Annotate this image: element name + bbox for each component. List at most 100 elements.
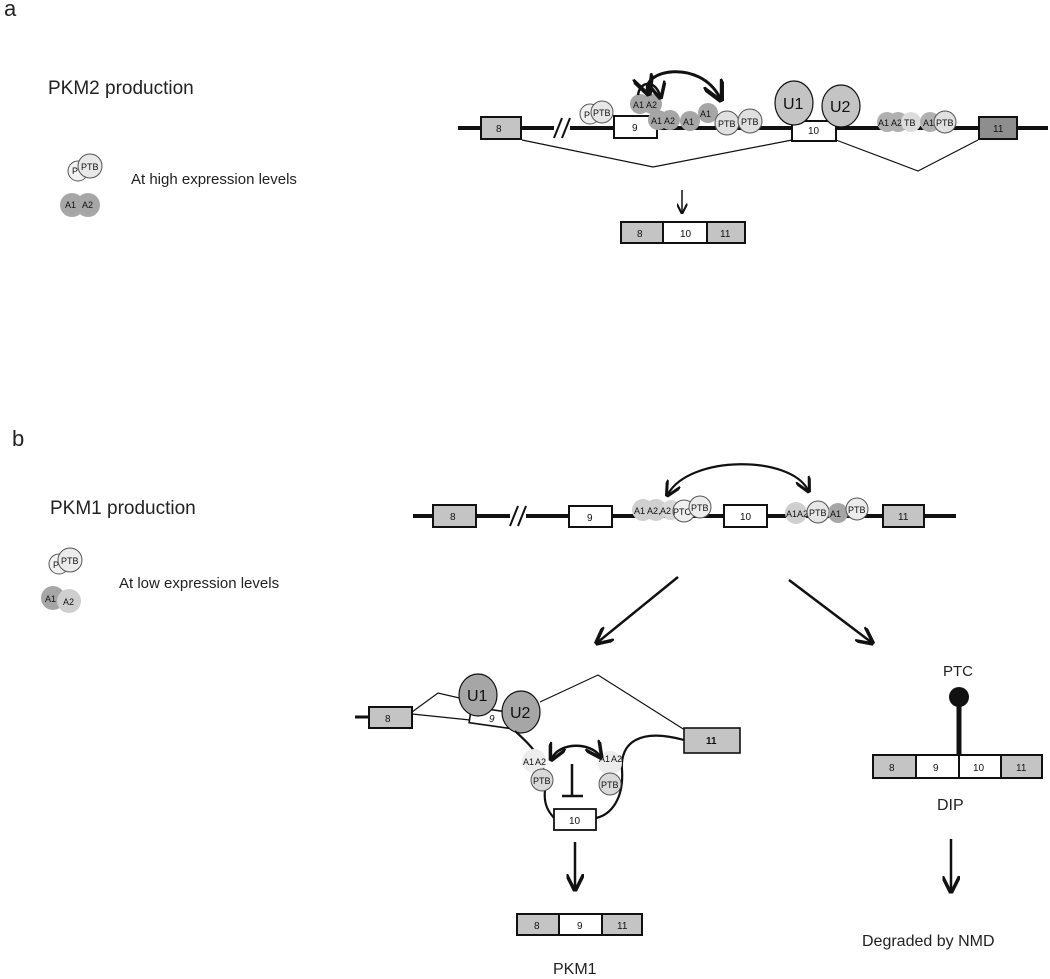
svg-text:10: 10 [973,763,985,774]
svg-text:U1: U1 [783,96,804,113]
svg-text:A2: A2 [611,754,622,764]
dip-product: 8 9 10 11 [872,754,1043,779]
dip-label: DIP [937,797,964,814]
pkm1-label: PKM1 [553,961,597,978]
svg-text:U1: U1 [467,688,488,705]
svg-text:P: P [584,110,590,120]
svg-text:A1: A1 [878,118,889,128]
svg-text:PTB: PTB [691,503,709,513]
svg-text:A1: A1 [830,509,841,519]
panel-a-letter: a [4,0,17,21]
svg-text:TB: TB [904,118,916,128]
exon-8: 8 [480,116,522,140]
panel-b-letter: b [12,426,24,451]
svg-text:10: 10 [680,229,692,240]
svg-text:PTB: PTB [61,556,79,566]
svg-text:11: 11 [1016,763,1027,774]
svg-text:9: 9 [577,921,583,932]
svg-text:11: 11 [706,736,717,747]
interaction-arrows-pkm1 [552,746,600,758]
svg-text:PTB: PTB [593,108,611,118]
u1-snrnp-b: U1 [458,673,498,717]
exon-11-pkm1: 11 [683,727,741,754]
svg-text:A2: A2 [660,506,671,516]
ptc-label: PTC [943,663,973,680]
svg-text:9: 9 [587,513,593,524]
panel-a-title: PKM2 production [48,78,194,99]
panel-b: b PKM1 production P PTB A1 A2 At low exp… [12,426,1043,978]
legend-high-expression: At high expression levels [131,171,297,188]
pkm1-product: 8 9 11 [516,913,643,936]
svg-text:A2: A2 [646,100,657,110]
svg-text:A2: A2 [82,200,93,210]
svg-text:A1: A1 [45,594,56,604]
svg-text:PTB: PTB [718,119,736,129]
dip-branch: PTC 8 9 10 11 DIP Degraded by NMD [862,663,1043,950]
svg-text:A1: A1 [651,116,662,126]
svg-text:A1: A1 [683,117,694,127]
arrow-to-pkm1 [598,576,679,642]
svg-text:PTB: PTB [936,118,954,128]
svg-text:10: 10 [808,126,820,137]
a1a2-ptb-cluster-b-right: A1 A2 PTB A1 PTB [785,497,869,524]
exon-9-b: 9 [568,505,613,528]
a1a2-lower: A1 A2 [648,110,680,130]
svg-text:A1: A1 [599,754,610,764]
pkm1-branch: 8 9 U1 U2 11 [355,673,741,978]
panel-b-title: PKM1 production [50,498,196,519]
legend-ptb-symbol: P PTB [67,153,103,182]
curved-arrow-small [636,84,660,96]
svg-text:A1: A1 [633,100,644,110]
svg-text:PTC: PTC [673,507,692,517]
exon-11: 11 [978,116,1018,140]
panel-a: a PKM2 production P PTB A1 A2 At high ex… [4,0,1048,244]
svg-text:11: 11 [993,124,1004,135]
svg-text:11: 11 [617,921,628,932]
svg-text:A2: A2 [535,757,546,767]
svg-text:8: 8 [637,229,643,240]
u1-snrnp: U1 [774,80,814,126]
svg-text:8: 8 [889,763,895,774]
svg-text:8: 8 [534,921,540,932]
a1a2-ptb-cluster-right: A1 A2 TB A1 PTB [877,110,957,134]
exon-10-b: 10 [723,504,768,528]
svg-text:P: P [72,166,78,176]
svg-text:8: 8 [385,714,391,725]
svg-text:PTB: PTB [848,505,866,515]
legend-low-expression: At low expression levels [119,575,279,592]
svg-text:U2: U2 [830,99,851,116]
exon-11-b: 11 [882,504,925,528]
panel-a-legend: P PTB A1 A2 At high expression levels [60,153,297,217]
panel-a-gene: 8 9 10 11 P PTB [458,70,1048,244]
svg-text:P: P [53,560,59,570]
svg-text:A2: A2 [63,597,74,607]
exon-8-b: 8 [432,504,477,528]
a1a2-ptb-left-loop: A1 A2 PTB [522,749,554,792]
exon-10-pkm1: 10 [553,808,597,831]
pkm2-product: 8 10 11 [620,221,746,244]
svg-text:PTB: PTB [741,117,759,127]
legend-a1a2-symbol-b: A1 A2 [41,586,81,613]
svg-text:A2: A2 [664,116,675,126]
svg-text:A1: A1 [923,118,934,128]
svg-text:9: 9 [489,714,495,725]
svg-text:PTB: PTB [809,508,827,518]
legend-ptb-symbol-b: P PTB [48,547,83,575]
svg-text:8: 8 [450,512,456,523]
svg-text:9: 9 [933,763,939,774]
u2-snrnp-b: U2 [501,690,541,734]
svg-text:10: 10 [569,816,581,827]
svg-text:11: 11 [720,229,731,240]
svg-text:A1: A1 [634,506,645,516]
svg-text:A2: A2 [797,509,808,519]
degraded-label: Degraded by NMD [862,933,995,950]
curved-arrow-large [647,70,720,98]
a1a2-ptb-right-loop: A1 A2 PTB [598,751,622,796]
ptc-marker [949,687,969,707]
svg-text:A1: A1 [65,200,76,210]
svg-text:PTB: PTB [601,780,619,790]
svg-text:A1: A1 [786,509,797,519]
svg-text:U2: U2 [510,705,531,722]
panel-b-legend: P PTB A1 A2 At low expression levels [41,547,279,613]
